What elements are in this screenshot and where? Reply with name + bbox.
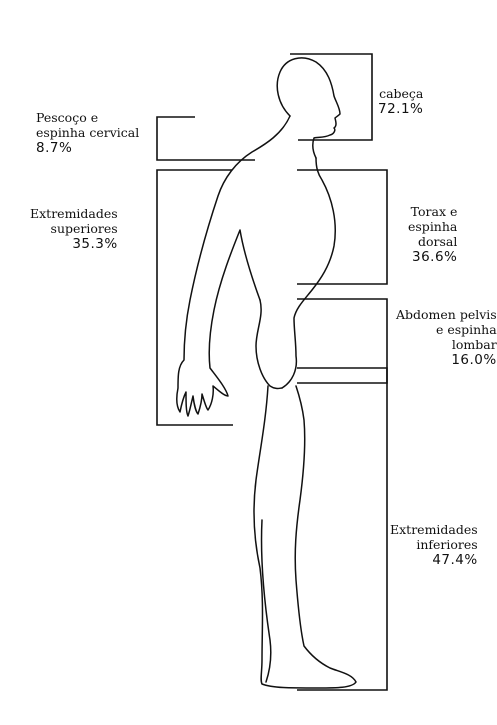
lower-limbs-bracket — [297, 368, 387, 690]
upper-limbs-bracket — [157, 170, 233, 425]
torax-percent: 36.6% — [408, 249, 457, 265]
buttock-outline — [256, 300, 282, 389]
abdomen-name-line1: Abdomen pelvis — [396, 307, 497, 322]
abdomen-name-line3: lombar — [396, 337, 497, 352]
pescoco-percent: 8.7% — [36, 140, 139, 156]
torax-name-line2: espinha — [408, 219, 457, 234]
label-extremidades-superiores: Extremidades superiores 35.3% — [30, 206, 118, 252]
label-pescoco: Pescoço e espinha cervical 8.7% — [36, 110, 139, 156]
abdomen-bracket — [297, 299, 387, 383]
front-torso-outline — [282, 158, 335, 388]
leg-outline — [254, 386, 356, 688]
pescoco-name-line2: espinha cervical — [36, 125, 139, 140]
ext-sup-name-line1: Extremidades — [30, 206, 118, 221]
torax-name-line1: Torax e — [408, 204, 457, 219]
pescoco-name-line1: Pescoço e — [36, 110, 139, 125]
human-silhouette — [177, 58, 356, 688]
back-arm-outline — [177, 116, 290, 416]
label-abdomen: Abdomen pelvis e espinha lombar 16.0% — [396, 307, 497, 368]
label-extremidades-inferiores: Extremidades inferiores 47.4% — [390, 522, 478, 568]
neck-bracket — [157, 117, 255, 160]
cabeca-percent: 72.1% — [378, 101, 423, 117]
abdomen-name-line2: e espinha — [396, 322, 497, 337]
abdomen-percent: 16.0% — [396, 352, 497, 368]
ext-sup-percent: 35.3% — [30, 236, 118, 252]
head-outline — [277, 58, 340, 158]
thorax-bracket — [297, 170, 387, 284]
cabeca-name: cabeça — [378, 86, 423, 101]
ext-inf-percent: 47.4% — [390, 552, 478, 568]
ext-inf-name-line2: inferiores — [390, 537, 478, 552]
torax-name-line3: dorsal — [408, 234, 457, 249]
label-torax: Torax e espinha dorsal 36.6% — [408, 204, 457, 265]
ext-inf-name-line1: Extremidades — [390, 522, 478, 537]
label-cabeca: cabeça 72.1% — [378, 86, 423, 117]
head-bracket — [290, 54, 372, 140]
ext-sup-name-line2: superiores — [30, 221, 118, 236]
